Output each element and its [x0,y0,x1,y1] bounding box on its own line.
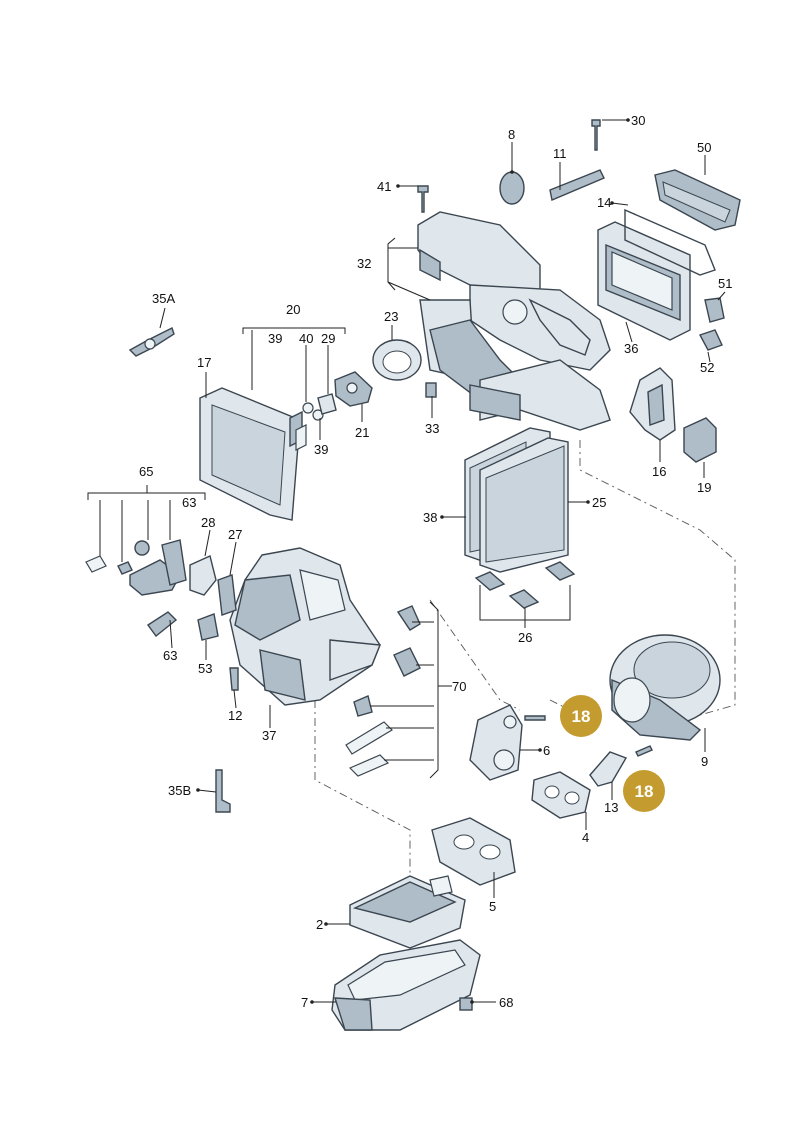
label-30: 30 [631,113,645,128]
highlight-badge-18-left[interactable]: 18 [560,695,602,737]
upper-housing [417,211,611,431]
blower-flange-6 [469,704,523,781]
filter-lid-2 [349,875,466,949]
label-65: 65 [139,464,153,479]
label-36: 36 [624,341,638,356]
screw-fasteners [524,715,653,757]
label-40: 40 [299,331,313,346]
label-21: 21 [355,425,369,440]
filter-clips-26 [474,561,576,609]
label-68: 68 [499,995,513,1010]
leader-lines [87,118,726,1004]
sensor-35a [128,327,175,357]
actuator-group-65 [85,539,239,691]
label-50: 50 [697,140,711,155]
seal-ring [372,339,422,381]
label-53: 53 [198,661,212,676]
label-35b: 35B [168,783,191,798]
label-33: 33 [425,421,439,436]
top-fasteners [417,119,605,213]
label-52: 52 [700,360,714,375]
label-4: 4 [582,830,589,845]
label-8: 8 [508,127,515,142]
heater-core [199,387,307,521]
label-2: 2 [316,917,323,932]
lower-housing [229,547,381,706]
badge-18-left-text: 18 [572,707,591,726]
filter-cover-group [597,169,741,341]
label-6: 6 [543,743,550,758]
label-25: 25 [592,495,606,510]
bottom-tray-7 [331,939,481,1031]
badge-18-right-text: 18 [635,782,654,801]
flap-part-16 [629,367,676,441]
sensor-35b [215,769,231,813]
label-7: 7 [301,995,308,1010]
duct-13 [589,751,628,787]
label-63-top: 63 [182,495,196,510]
label-39-bottom: 39 [314,442,328,457]
label-38: 38 [423,510,437,525]
label-9: 9 [701,754,708,769]
label-20: 20 [286,302,300,317]
label-11: 11 [553,146,567,161]
label-32: 32 [357,256,371,271]
label-14: 14 [597,195,611,210]
seal-plate-4 [531,771,591,819]
label-35a: 35A [152,291,175,306]
label-26: 26 [518,630,532,645]
label-23: 23 [384,309,398,324]
label-5: 5 [489,899,496,914]
label-27: 27 [228,527,242,542]
label-70: 70 [452,679,466,694]
label-16: 16 [652,464,666,479]
highlight-badge-18-right[interactable]: 18 [623,770,665,812]
valve-parts [302,371,373,421]
clips-51-52 [698,297,725,351]
clip-33 [425,382,437,398]
label-63-bottom: 63 [163,648,177,663]
label-12: 12 [228,708,242,723]
label-17: 17 [197,355,211,370]
label-28: 28 [201,515,215,530]
actuator-19 [683,417,717,463]
label-51: 51 [718,276,732,291]
label-19: 19 [697,480,711,495]
linkage-group-70 [345,605,421,777]
cabin-filters [464,427,569,573]
label-39-top: 39 [268,331,282,346]
callout-labels: 30 8 11 50 41 14 32 35A 20 39 40 29 17 2… [139,113,732,1010]
label-13: 13 [604,800,618,815]
label-29: 29 [321,331,335,346]
seal-plate-5 [431,817,516,886]
label-37: 37 [262,728,276,743]
pad-68 [459,997,473,1011]
label-41: 41 [377,179,391,194]
blower-motor [609,634,721,741]
